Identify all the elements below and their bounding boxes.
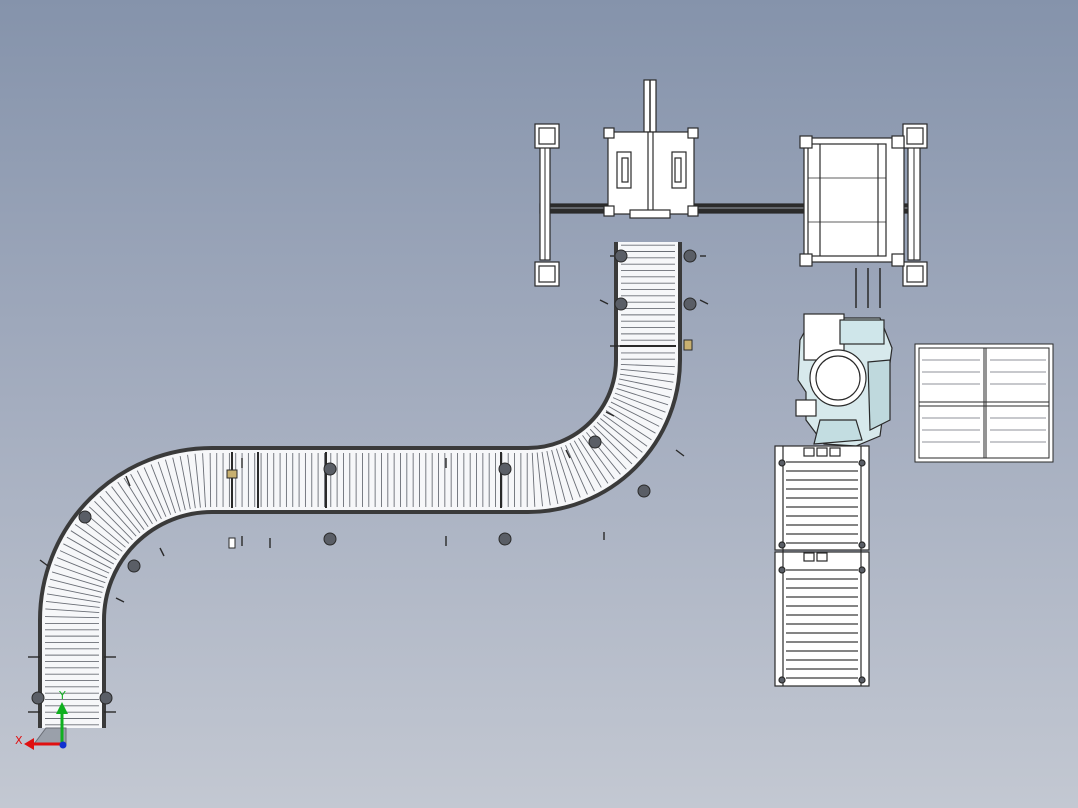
conveyor-roller — [202, 453, 206, 508]
conveyor-roller — [45, 601, 100, 608]
conveyor-roller — [79, 517, 123, 552]
conveyor-roller — [578, 437, 609, 484]
conveyor-bed — [42, 242, 678, 728]
conveyor-roller — [63, 543, 112, 569]
conveyor-rollers — [45, 244, 675, 726]
conveyor-roller — [157, 461, 176, 514]
conveyor-roller — [194, 453, 201, 508]
conveyor-roller — [612, 397, 663, 420]
triad-x-arrowhead — [24, 738, 34, 750]
conveyor-roller — [111, 486, 145, 530]
conveyor-roller — [117, 481, 149, 527]
conveyor-roller — [596, 421, 638, 459]
photo-sensor — [228, 537, 236, 549]
conveyor-side-brackets — [28, 255, 709, 713]
conveyor-roller — [74, 524, 120, 556]
conveyor-roller — [70, 530, 117, 561]
conveyor-roller — [551, 449, 566, 503]
gantry-gripper-cell[interactable] — [534, 79, 928, 308]
conveyor-roller — [105, 490, 141, 534]
triad-y-label: Y — [58, 689, 66, 702]
conveyor-roller — [620, 363, 675, 368]
robot-turret-top — [809, 349, 867, 407]
gantry-drive-unit — [799, 135, 905, 308]
triad-z-axis — [59, 741, 67, 749]
conveyor-roller — [618, 378, 673, 391]
gantry-carriage-gripper — [603, 127, 699, 219]
infeed-rollers — [786, 461, 858, 679]
conveyor-roller — [617, 383, 671, 398]
conveyor-roller — [593, 425, 633, 465]
conveyor-roller — [48, 586, 102, 598]
photo-sensor — [683, 339, 693, 351]
conveyor-roller — [59, 550, 110, 574]
conveyor-roller — [536, 452, 543, 507]
conveyor-roller — [619, 373, 674, 383]
conveyor-roller — [66, 536, 115, 565]
conveyor-roller — [164, 459, 181, 512]
conveyor-roller — [172, 457, 186, 511]
infeed-support-legs — [778, 459, 866, 684]
conveyor-roller — [46, 593, 101, 603]
coordinate-triad[interactable]: X Y — [15, 689, 68, 750]
triad-x-label: X — [15, 734, 23, 747]
conveyor-roller — [569, 442, 595, 492]
gantry-corner-posts — [534, 123, 928, 287]
conveyor-roller — [603, 414, 648, 447]
conveyor-roller — [546, 450, 559, 505]
conveyor-roller — [614, 392, 666, 413]
conveyor-roller — [45, 608, 100, 614]
conveyor-roller — [179, 455, 191, 510]
conveyor-roller — [560, 446, 581, 498]
conveyor-support-legs — [31, 249, 697, 705]
conveyor-roller — [610, 401, 660, 427]
conveyor-roller — [531, 452, 536, 507]
conveyor-roller — [573, 440, 602, 488]
conveyor-roller — [51, 571, 104, 588]
conveyor-roller — [45, 616, 100, 619]
palletizing-robot[interactable] — [795, 313, 893, 447]
conveyor-roller — [123, 477, 153, 525]
triad-y-arrowhead — [56, 702, 68, 714]
conveyor-roller — [600, 418, 643, 453]
conveyor-frame-joints — [231, 345, 676, 508]
conveyor-roller — [49, 578, 103, 593]
infeed-drive-boxes — [803, 447, 841, 562]
conveyor-roller — [565, 444, 588, 495]
conveyor-roller — [136, 470, 162, 520]
conveyor-roller — [150, 464, 172, 515]
conveyor-roller — [130, 473, 158, 522]
conveyor-roller — [209, 453, 212, 508]
conveyor-roller — [582, 435, 615, 480]
conveyor-roller — [143, 467, 167, 517]
robot-wrist-motor — [795, 399, 817, 417]
s-curve-roller-conveyor[interactable] — [28, 242, 709, 728]
conveyor-roller — [555, 448, 574, 501]
conveyor-roller — [56, 557, 108, 579]
infeed-section-lower — [774, 551, 870, 687]
conveyor-roller — [94, 501, 133, 541]
conveyor-roller — [187, 454, 196, 509]
conveyor-roller — [616, 388, 669, 406]
robot-shoulder — [839, 319, 885, 345]
pallet-infeed-roller-conveyor[interactable] — [774, 445, 870, 687]
conveyor-roller — [54, 564, 106, 584]
photo-sensor — [226, 469, 238, 479]
conveyor-roller — [541, 451, 551, 506]
conveyor-roller — [620, 368, 675, 375]
conveyor-roller — [88, 506, 130, 544]
conveyor-roller — [99, 495, 137, 537]
pallet[interactable] — [914, 343, 1054, 463]
conveyor-roller — [608, 405, 656, 434]
